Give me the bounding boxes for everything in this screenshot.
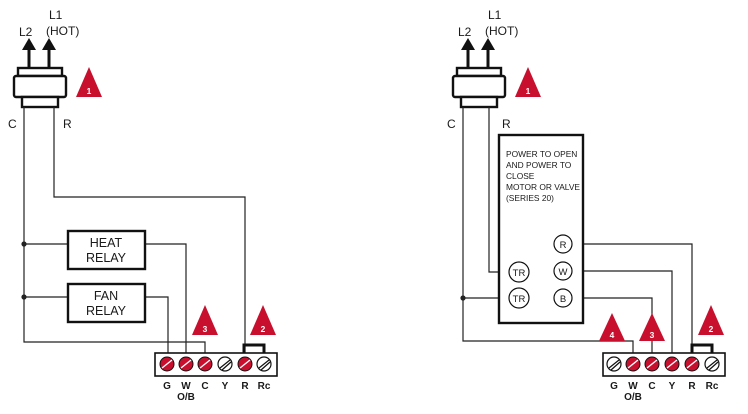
motor-line-3: CLOSE (506, 171, 535, 181)
motor-terminal-r: R (553, 234, 573, 254)
terminal-label-rc: Rc (258, 381, 271, 392)
r-label-right: R (502, 117, 511, 131)
terminal-screw-r-right[interactable] (684, 356, 700, 372)
svg-text:1: 1 (526, 86, 531, 96)
c-label-right: C (447, 117, 456, 131)
motor-line-5: (SERIES 20) (506, 193, 554, 203)
hot-label: (HOT) (46, 24, 79, 38)
svg-text:TR: TR (513, 294, 526, 305)
terminal-screw-y[interactable] (217, 356, 233, 372)
heat-relay-line1: HEAT (90, 236, 123, 250)
hot-label-right: (HOT) (485, 24, 518, 38)
plug-prong-arrows (22, 38, 56, 68)
terminal-screw-rc[interactable] (256, 356, 272, 372)
terminal-screw-g-right[interactable] (606, 356, 622, 372)
svg-text:B: B (560, 294, 566, 305)
terminal-label-c: C (201, 381, 208, 392)
motor-terminal-w: W (553, 261, 573, 281)
svg-text:3: 3 (203, 324, 208, 334)
svg-text:R: R (560, 240, 567, 251)
svg-text:W: W (559, 267, 568, 278)
terminal-label-y-right: Y (669, 381, 676, 392)
c-label: C (8, 117, 17, 131)
svg-text:2: 2 (709, 324, 714, 334)
svg-text:1: 1 (87, 86, 92, 96)
warning-badge-1-right: 1 (515, 67, 541, 97)
r-rc-jumper (242, 343, 266, 355)
svg-text:3: 3 (650, 330, 655, 340)
svg-text:2: 2 (261, 324, 266, 334)
motor-line-4: MOTOR OR VALVE (506, 182, 580, 192)
terminal-block-right (602, 352, 726, 377)
right-diagram: L2 L1 (HOT) C R 1 (447, 8, 726, 403)
motor-terminal-tr-bottom: TR (508, 287, 530, 309)
terminal-label-ob: O/B (177, 392, 195, 403)
r-label: R (63, 117, 72, 131)
fan-relay: FAN RELAY (66, 282, 147, 324)
terminal-screw-rc-right[interactable] (704, 356, 720, 372)
l1-label-right: L1 (488, 8, 502, 22)
transformer-plug-right (451, 66, 507, 109)
terminal-screw-w[interactable] (178, 356, 194, 372)
heat-relay: HEAT RELAY (66, 229, 147, 271)
warning-badge-3: 3 (192, 305, 218, 335)
terminal-labels-right: G W C Y R Rc O/B (610, 381, 719, 403)
terminal-label-r: R (241, 381, 249, 392)
terminal-label-g: G (163, 381, 171, 392)
terminal-label-ob-right: O/B (624, 392, 642, 403)
svg-text:4: 4 (610, 330, 615, 340)
motor-terminal-b: B (553, 288, 573, 308)
motor-line-1: POWER TO OPEN (506, 149, 577, 159)
terminal-screw-c[interactable] (197, 356, 213, 372)
terminal-label-y: Y (222, 381, 229, 392)
terminal-label-c-right: C (648, 381, 655, 392)
warning-badge-2: 2 (250, 305, 276, 335)
r-rc-jumper-right (690, 343, 714, 355)
terminal-label-r-right: R (688, 381, 696, 392)
terminal-labels: G W C Y R Rc O/B (163, 381, 271, 403)
terminal-screw-c-right[interactable] (644, 356, 660, 372)
heat-relay-line2: RELAY (86, 251, 127, 265)
warning-badge-1: 1 (76, 67, 102, 97)
left-diagram: L2 L1 (HOT) C R 1 (8, 8, 278, 403)
fan-relay-line2: RELAY (86, 304, 127, 318)
left-wires (21, 107, 246, 354)
terminal-screw-g[interactable] (159, 356, 175, 372)
transformer-plug (12, 66, 68, 109)
plug-prong-arrows-right (461, 38, 495, 68)
terminal-label-w-right: W (628, 381, 638, 392)
motor-line-2: AND POWER TO (506, 160, 572, 170)
l2-label-right: L2 (458, 25, 472, 39)
warning-badge-2-right: 2 (698, 305, 724, 335)
terminal-label-g-right: G (610, 381, 618, 392)
terminal-block (154, 352, 278, 377)
l2-label: L2 (19, 25, 33, 39)
motor-terminal-tr-top: TR (508, 261, 530, 283)
fan-relay-line1: FAN (94, 289, 118, 303)
svg-text:TR: TR (513, 268, 526, 279)
warning-badge-3-right: 3 (639, 313, 665, 341)
l1-label: L1 (49, 8, 63, 22)
terminal-screw-r[interactable] (237, 356, 253, 372)
terminal-label-rc-right: Rc (706, 381, 719, 392)
terminal-label-w: W (181, 381, 191, 392)
warning-badge-4: 4 (599, 313, 625, 341)
terminal-screw-w-right[interactable] (625, 356, 641, 372)
terminal-screw-y-right[interactable] (664, 356, 680, 372)
motor-valve-box: POWER TO OPEN AND POWER TO CLOSE MOTOR O… (497, 133, 585, 325)
